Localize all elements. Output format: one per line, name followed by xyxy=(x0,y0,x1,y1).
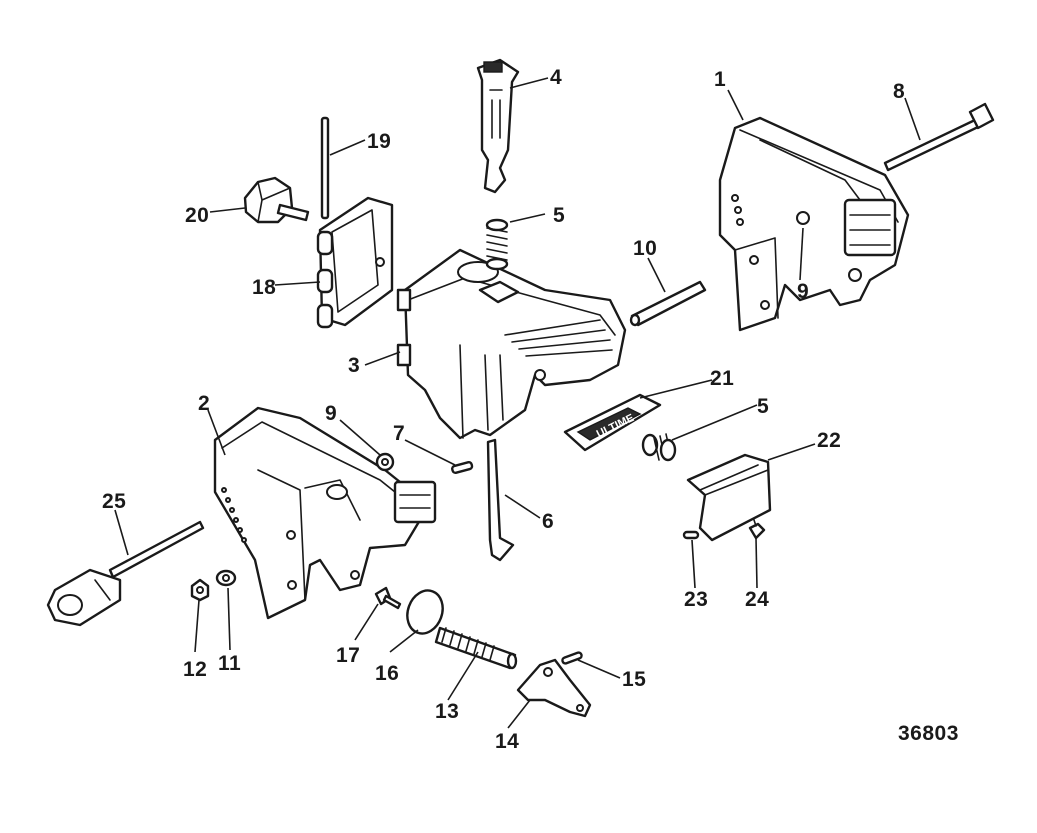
part-5-spring-lower xyxy=(641,433,677,462)
leader-18 xyxy=(274,281,321,286)
callout-7: 7 xyxy=(393,422,405,445)
callout-11: 11 xyxy=(218,652,241,675)
leader-25 xyxy=(114,509,129,556)
leader-3 xyxy=(364,351,401,366)
part-25-tilt-pin xyxy=(46,520,205,627)
figure-number: 36803 xyxy=(898,722,959,745)
callout-19: 19 xyxy=(367,130,391,153)
leader-8 xyxy=(904,97,921,141)
callout-18: 18 xyxy=(252,276,276,299)
part-22-cover xyxy=(686,453,772,542)
callout-3: 3 xyxy=(348,354,360,377)
leader-24 xyxy=(755,537,758,589)
leader-5-lower xyxy=(671,404,758,441)
part-11-washer xyxy=(215,569,237,587)
leader-17 xyxy=(354,603,379,641)
callout-9-left: 9 xyxy=(325,402,337,425)
callout-9-right: 9 xyxy=(797,280,809,303)
callout-25: 25 xyxy=(102,490,126,513)
part-5-spring-upper xyxy=(485,218,509,271)
part-1-right-clamp-bracket xyxy=(718,116,910,332)
callout-4: 4 xyxy=(550,66,562,89)
callout-5-lower: 5 xyxy=(757,395,769,418)
callout-14: 14 xyxy=(495,730,519,753)
part-8-bolt xyxy=(883,102,995,172)
leader-23 xyxy=(691,539,696,589)
callout-8: 8 xyxy=(893,80,905,103)
leader-7 xyxy=(404,439,456,466)
part-14-cam-lever xyxy=(516,658,592,718)
callout-21: 21 xyxy=(710,367,734,390)
leader-10 xyxy=(647,257,666,293)
callout-13: 13 xyxy=(435,700,459,723)
callout-15: 15 xyxy=(622,668,646,691)
leader-9-left xyxy=(339,419,381,456)
callout-20: 20 xyxy=(185,204,209,227)
part-19-rod xyxy=(320,116,330,220)
leader-14 xyxy=(507,699,531,729)
part-13-threaded-shaft xyxy=(434,626,518,670)
part-9-washer-upper xyxy=(375,452,395,472)
part-16-thrust-disc xyxy=(406,589,444,635)
leader-11 xyxy=(227,587,231,651)
part-20-knob-screw xyxy=(243,176,310,224)
callout-22: 22 xyxy=(817,429,841,452)
part-10-pin xyxy=(629,280,707,327)
leader-20 xyxy=(209,207,246,213)
leader-2 xyxy=(207,409,226,456)
part-15-pin xyxy=(561,651,583,665)
leader-15 xyxy=(577,659,621,679)
callout-1: 1 xyxy=(714,68,726,91)
callout-24: 24 xyxy=(745,588,769,611)
part-18-hinge-plate xyxy=(316,196,394,329)
callout-6: 6 xyxy=(542,510,554,533)
leader-13 xyxy=(447,651,479,701)
part-3-swivel-bracket xyxy=(396,248,627,440)
part-4-plunger xyxy=(476,58,520,194)
leader-6 xyxy=(504,494,541,519)
leader-5-upper xyxy=(509,213,546,223)
callout-17: 17 xyxy=(336,644,360,667)
leader-lines xyxy=(114,77,921,729)
callout-16: 16 xyxy=(375,662,399,685)
part-7-pin xyxy=(451,460,474,474)
callout-labels: 1 2 3 4 5 5 6 7 8 9 9 10 11 12 13 14 15 … xyxy=(102,66,905,753)
part-12-nut xyxy=(190,578,210,602)
callout-23: 23 xyxy=(684,588,708,611)
part-2-left-clamp-bracket xyxy=(213,406,437,620)
leader-9-right xyxy=(799,227,804,281)
leader-12 xyxy=(194,599,200,653)
leader-22 xyxy=(767,443,816,461)
callout-5-upper: 5 xyxy=(553,204,565,227)
callout-2: 2 xyxy=(198,392,210,415)
part-6-latch-plate xyxy=(486,438,515,562)
part-17-screw xyxy=(374,586,402,610)
part-23-pin xyxy=(682,530,700,540)
callout-12: 12 xyxy=(183,658,207,681)
leader-1 xyxy=(727,89,744,121)
leader-21 xyxy=(639,379,713,399)
callout-10: 10 xyxy=(633,237,657,260)
leader-16 xyxy=(389,629,419,653)
leader-4 xyxy=(509,77,549,89)
part-24-screw xyxy=(748,519,766,540)
leader-19 xyxy=(329,139,366,156)
